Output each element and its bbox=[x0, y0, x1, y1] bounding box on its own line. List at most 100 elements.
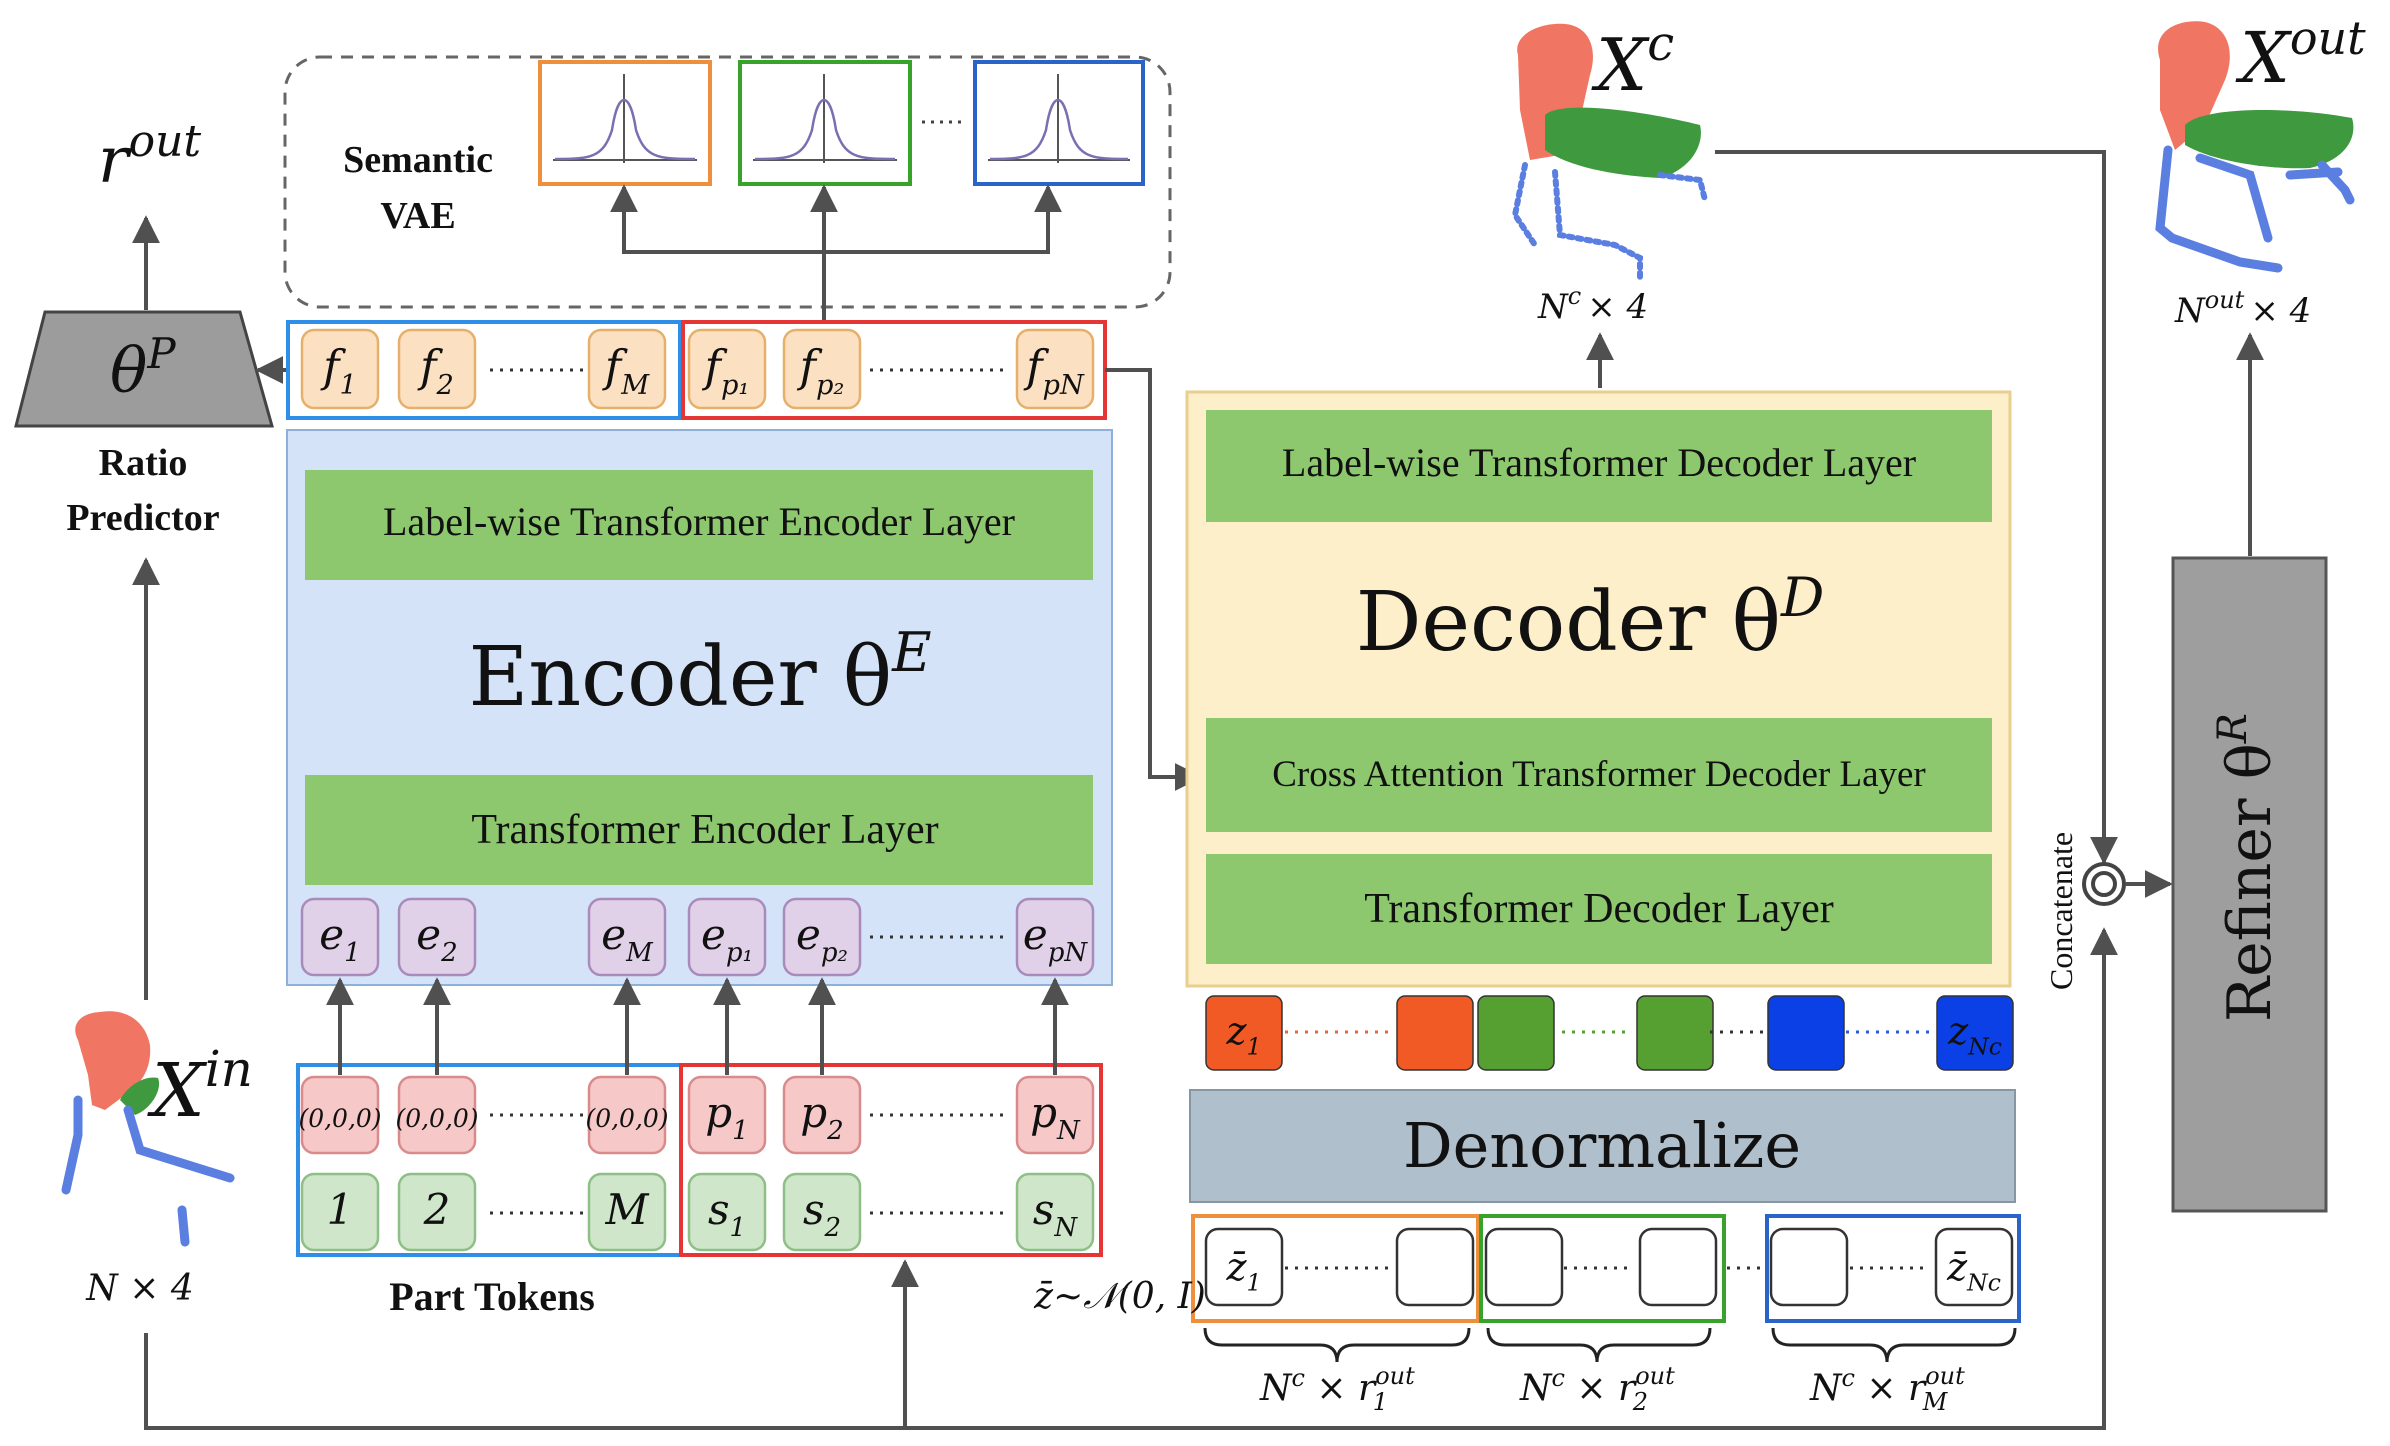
embedding-token-6: epN bbox=[1015, 897, 1095, 977]
noise-group-blue bbox=[1765, 1214, 2021, 1323]
bottom-feedback-line bbox=[144, 927, 2118, 1430]
transformer-decoder-text: Transformer Decoder Layer bbox=[1364, 886, 1834, 932]
embedding-token-box bbox=[587, 897, 667, 977]
transformer-encoder-layer bbox=[305, 775, 1093, 885]
token-text: s1 bbox=[708, 1185, 746, 1243]
token-arrows bbox=[326, 977, 1069, 1075]
feature-token-6: fpN bbox=[1015, 328, 1095, 410]
semantic-vae-label-line2: VAE bbox=[380, 195, 455, 237]
embedding-token-box bbox=[300, 897, 380, 977]
position-token-4: p1 bbox=[687, 1075, 767, 1155]
noise-token-6: z̄Nc bbox=[1934, 1227, 2014, 1307]
braces bbox=[1203, 1327, 2017, 1363]
part-tokens-label: Part Tokens bbox=[389, 1274, 595, 1319]
label-wise-encoder-text: Label-wise Transformer Encoder Layer bbox=[383, 499, 1015, 544]
denormalize-block bbox=[1189, 1089, 2016, 1203]
latent-token-5 bbox=[1767, 995, 1845, 1071]
position-token-box bbox=[782, 1075, 862, 1155]
token-text: epN bbox=[1023, 910, 1089, 968]
position-token-row: (0,0,0) (0,0,0) (0,0,0) p1 p2 pN bbox=[298, 1075, 1095, 1155]
encoder-title: Encoder θE bbox=[468, 621, 931, 725]
latent-token-box bbox=[1396, 995, 1474, 1071]
position-token-box bbox=[1015, 1075, 1095, 1155]
gaussian-plot-orange bbox=[538, 60, 712, 186]
label-token-6: sN bbox=[1015, 1172, 1095, 1252]
label-token-box bbox=[687, 1172, 767, 1252]
x-c-point-cloud bbox=[1511, 23, 1708, 281]
position-token-box bbox=[687, 1075, 767, 1155]
latent-token-2 bbox=[1396, 995, 1474, 1071]
prior-label: z̄∼𝒩(0, I) bbox=[1033, 1276, 1206, 1317]
label-token-5: s2 bbox=[782, 1172, 862, 1252]
semantic-vae-label-line1: Semantic bbox=[343, 139, 493, 181]
noise-token-box bbox=[1934, 1227, 2014, 1307]
vae-connector bbox=[610, 184, 826, 322]
x-in-label: Xin bbox=[147, 1040, 253, 1134]
embedding-token-1: e1 bbox=[300, 897, 380, 977]
feature-token-1: f1 bbox=[300, 328, 380, 410]
x-in-point-cloud bbox=[61, 1011, 235, 1247]
position-token-5: p2 bbox=[782, 1075, 862, 1155]
position-token-1: (0,0,0) bbox=[298, 1075, 382, 1155]
ratio-predictor-label-line2: Predictor bbox=[66, 497, 219, 539]
position-token-box bbox=[587, 1075, 667, 1155]
point-token-group-box bbox=[679, 1063, 1103, 1257]
token-text: 2 bbox=[423, 1185, 451, 1234]
position-token-6: pN bbox=[1015, 1075, 1095, 1155]
theta-p-label: θP bbox=[110, 329, 176, 407]
latent-token-4 bbox=[1636, 995, 1714, 1071]
gaussian-plot-blue bbox=[973, 60, 1145, 186]
x-c-size-label: Nc× 4 bbox=[1537, 282, 1648, 327]
feature-token-3: fM bbox=[587, 328, 667, 410]
transformer-decoder-layer bbox=[1206, 854, 1992, 964]
label-token-box bbox=[300, 1172, 380, 1252]
embedding-token-5: ep₂ bbox=[782, 897, 862, 977]
token-text: (0,0,0) bbox=[585, 1104, 668, 1133]
cross-attention-layer bbox=[1206, 718, 1992, 832]
noise-token-2 bbox=[1395, 1227, 1475, 1307]
latent-token-1: z1 bbox=[1205, 995, 1283, 1071]
position-token-box bbox=[300, 1075, 380, 1155]
refiner-label: Refiner θR bbox=[2210, 713, 2285, 1022]
latent-token-box bbox=[1205, 995, 1283, 1071]
latent-token-box bbox=[1636, 995, 1714, 1071]
row-ellipses bbox=[490, 368, 1008, 1215]
x-out-label: Xout bbox=[2235, 11, 2366, 99]
token-text: eM bbox=[601, 910, 654, 968]
token-text: fp₁ bbox=[702, 341, 750, 400]
embedding-token-box bbox=[782, 897, 862, 977]
label-wise-decoder-text: Label-wise Transformer Decoder Layer bbox=[1282, 440, 1916, 485]
token-text: z1 bbox=[1225, 1009, 1261, 1061]
token-text: p2 bbox=[800, 1088, 843, 1146]
x-c-label: Xc bbox=[1591, 16, 1674, 107]
label-token-2: 2 bbox=[397, 1172, 477, 1252]
concatenate-node-inner bbox=[2091, 871, 2117, 897]
latent-token-box bbox=[1477, 995, 1555, 1071]
embedding-token-4: ep₁ bbox=[687, 897, 767, 977]
cross-attention-text: Cross Attention Transformer Decoder Laye… bbox=[1272, 754, 1926, 795]
token-text: (0,0,0) bbox=[395, 1104, 478, 1133]
token-text: e1 bbox=[319, 910, 360, 968]
token-text: ep₁ bbox=[701, 910, 753, 968]
token-text: z̄Nc bbox=[1946, 1245, 2001, 1297]
denormalize-text: Denormalize bbox=[1403, 1109, 1801, 1182]
x-in-size-label: N × 4 bbox=[85, 1268, 193, 1309]
gaussian-plot-green bbox=[738, 60, 912, 186]
embedding-token-2: e2 bbox=[397, 897, 477, 977]
ratio-predictor-block bbox=[14, 310, 274, 428]
feature-token-box bbox=[397, 328, 477, 410]
feature-token-4: fp₁ bbox=[687, 328, 767, 410]
noise-token-box bbox=[1484, 1227, 1564, 1307]
feature-token-box bbox=[687, 328, 767, 410]
latent-token-3 bbox=[1477, 995, 1555, 1071]
noise-token-4 bbox=[1638, 1227, 1718, 1307]
noise-group-orange bbox=[1191, 1214, 1480, 1323]
noise-token-box bbox=[1638, 1227, 1718, 1307]
concatenate-label: Concatenate bbox=[2043, 832, 2079, 990]
